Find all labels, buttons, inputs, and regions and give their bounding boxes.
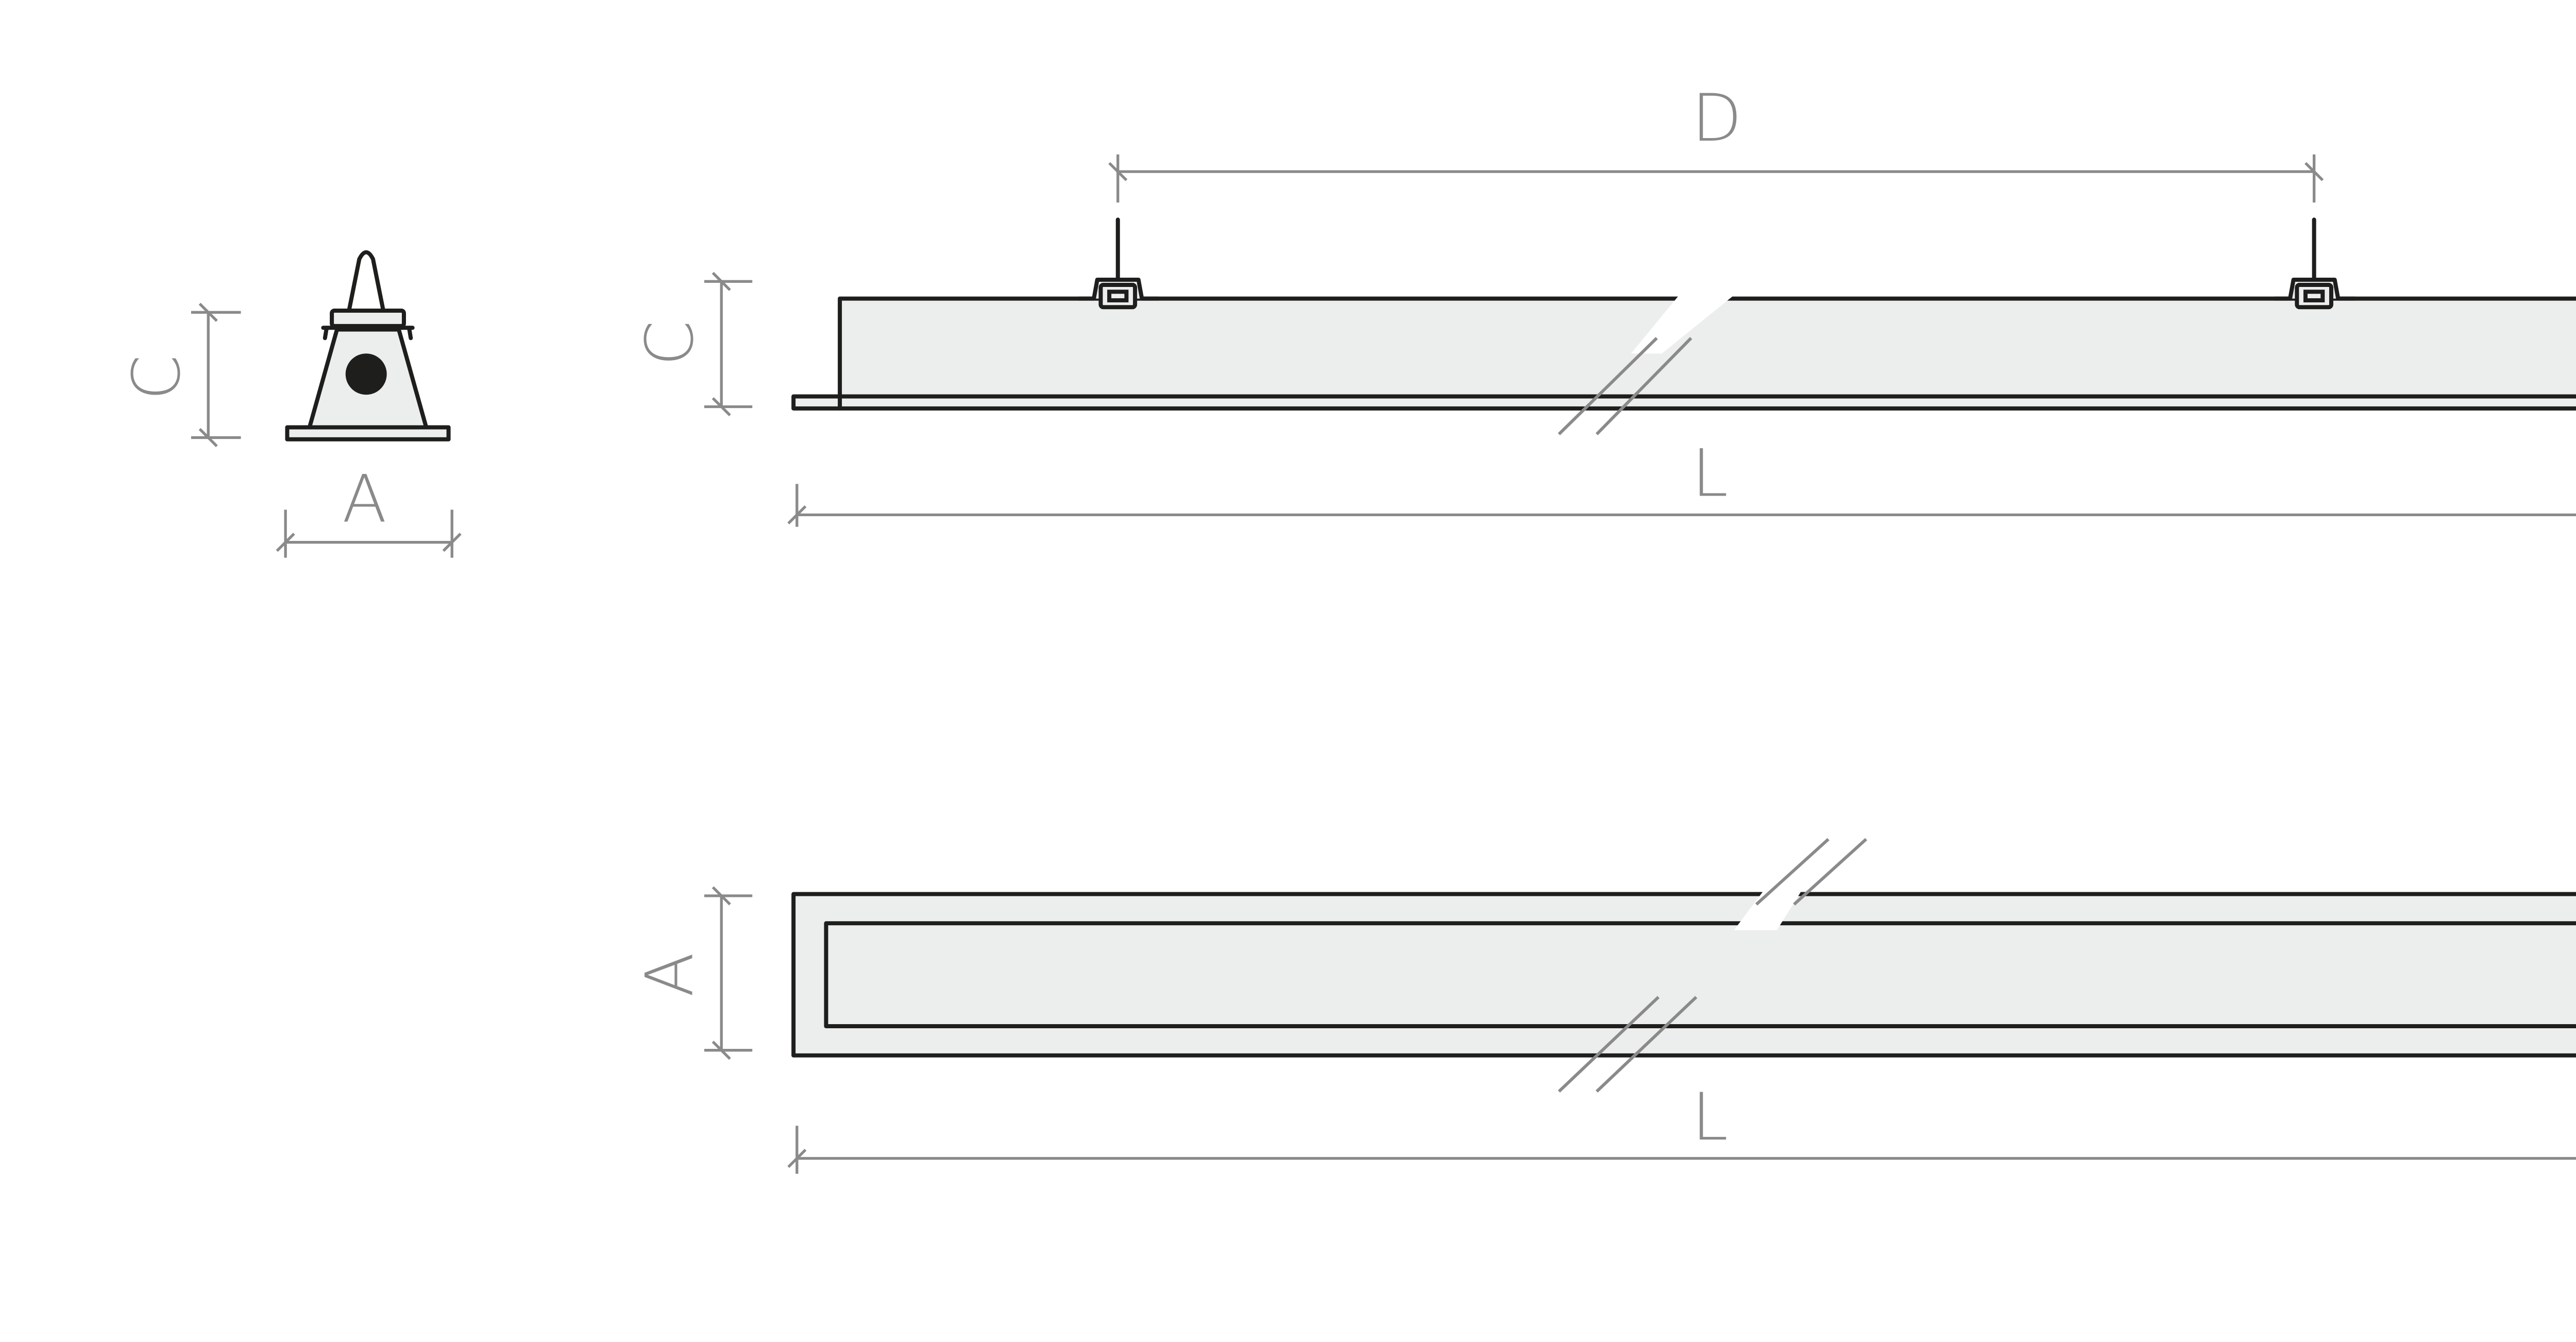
end-view-height-label: C — [119, 355, 195, 400]
top-view-length-dimension: L — [787, 1079, 2576, 1174]
suspension-distance-dimension: D — [1108, 80, 2324, 203]
top-view-length-label: L — [1692, 1079, 1728, 1155]
cable-gland-icon — [345, 353, 387, 395]
end-view: C A — [119, 250, 462, 558]
top-view: A L — [632, 838, 2576, 1174]
suspension-clip-right — [2275, 217, 2355, 310]
suspension-distance-label: D — [1692, 80, 1742, 156]
suspension-clip-left — [1078, 217, 1159, 310]
side-view-length-label: L — [1692, 436, 1728, 512]
top-view-width-dimension: A — [632, 886, 753, 1060]
side-view-height-dimension: C — [632, 271, 753, 417]
side-view-length-dimension: L — [787, 436, 2576, 527]
luminaire-body-side — [791, 295, 2576, 435]
top-view-width-label: A — [632, 953, 708, 997]
luminaire-body-top — [791, 838, 2576, 1093]
end-view-width-dimension: A — [276, 462, 462, 558]
side-view: D C — [632, 80, 2576, 527]
end-view-height-dimension: C — [119, 302, 241, 447]
side-view-height-label: C — [632, 320, 708, 366]
end-view-profile — [285, 250, 451, 441]
end-view-width-label: A — [342, 462, 387, 537]
